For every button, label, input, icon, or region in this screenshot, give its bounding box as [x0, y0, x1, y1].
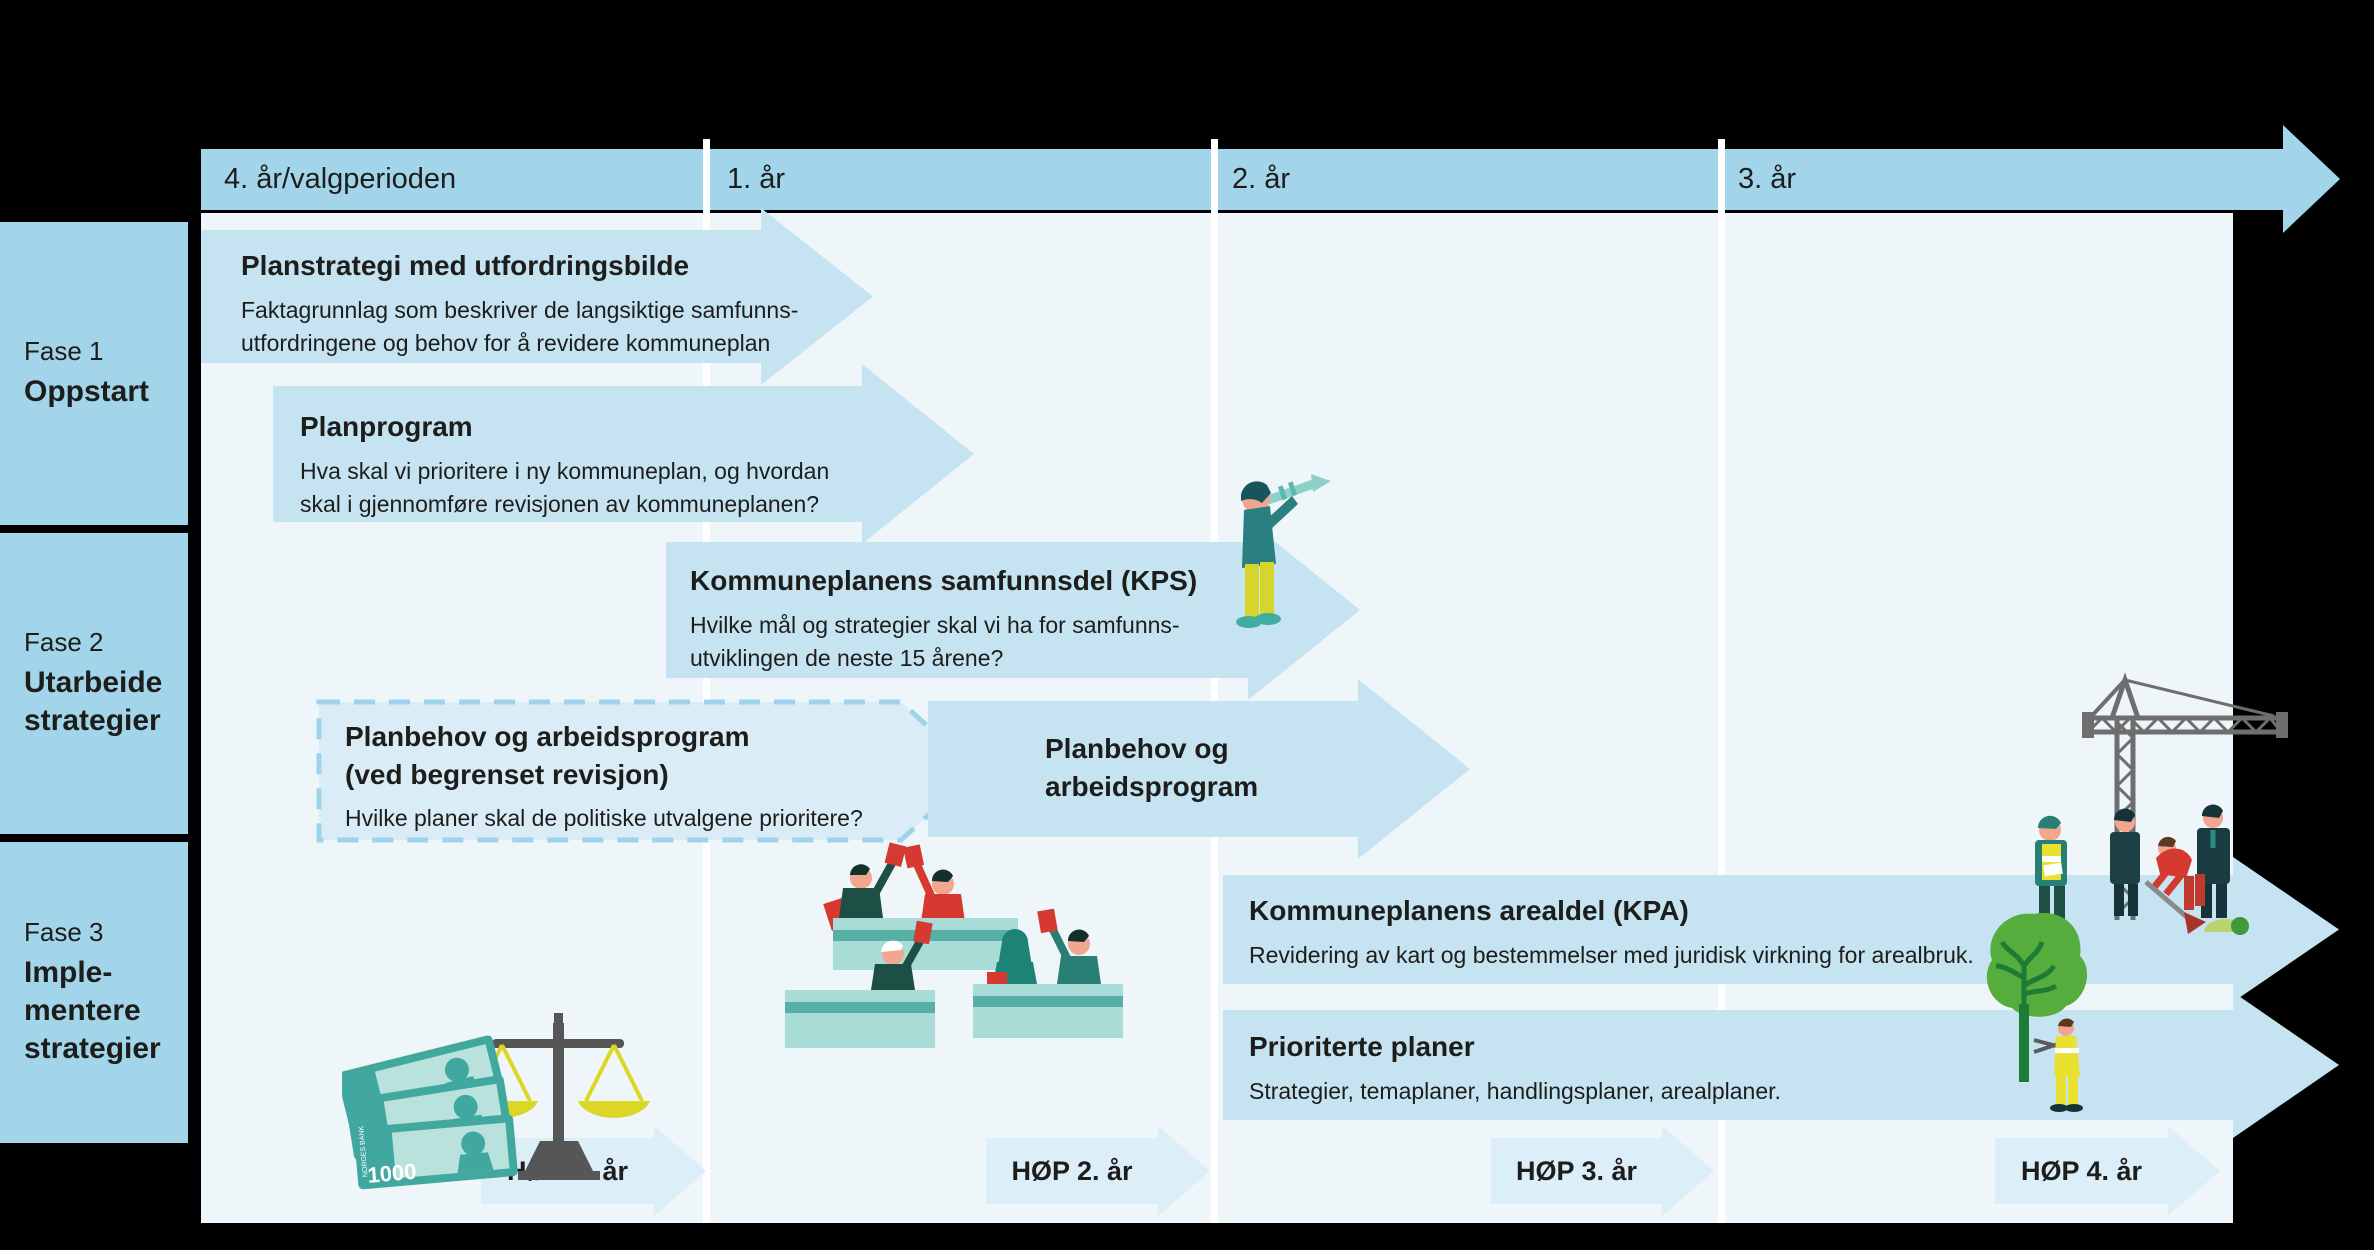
phase-2-title: Utarbeide strategier: [24, 665, 163, 737]
timeline-arrowhead: [2283, 125, 2340, 233]
column-separator-3: [1718, 139, 1725, 1223]
arrow-kpa-text: Kommuneplanens arealdel (KPA) Revidering…: [1249, 892, 1974, 972]
phase-box-2: Fase 2 Utarbeide strategier: [0, 533, 188, 834]
phase-3-title: Imple- mentere strategier: [24, 955, 161, 1066]
planbehov-title: Planbehov og arbeidsprogram: [1045, 733, 1259, 802]
tree-pruning-illustration: [1986, 912, 2088, 1112]
arrow-planprogram-text: Planprogram Hva skal vi prioritere i ny …: [300, 408, 829, 521]
column-separator-1: [703, 139, 710, 1223]
planprogram-title: Planprogram: [300, 411, 473, 442]
hop-arrow-4: HØP 4. år: [1995, 1138, 2168, 1204]
phase-box-3: Fase 3 Imple- mentere strategier: [0, 842, 188, 1143]
hop-4-label: HØP 4. år: [2020, 1156, 2143, 1186]
council-voting-illustration: [785, 842, 1123, 1048]
phase-1-label: Fase 1: [24, 335, 104, 366]
arrow-prioriterte-text: Prioriterte planer Strategier, temaplane…: [1249, 1028, 1781, 1108]
timeline-period-3ar: 3. år: [1738, 163, 1797, 195]
arrow-planprogram: [273, 386, 862, 522]
svg-text:1000: 1000: [366, 1159, 417, 1188]
arrow-planbehov-text: Planbehov og arbeidsprogram: [1045, 730, 1258, 805]
arrow-planbehov-begrenset-text: Planbehov og arbeidsprogram (ved begrens…: [345, 718, 863, 835]
arrow-kps-text: Kommuneplanens samfunnsdel (KPS) Hvilke …: [690, 562, 1197, 675]
phase-box-1: Fase 1 Oppstart: [0, 222, 188, 525]
kps-title: Kommuneplanens samfunnsdel (KPS): [690, 565, 1198, 596]
trumpet-player-illustration: [1236, 474, 1331, 628]
timeline-period-4ar: 4. år/valgperioden: [224, 163, 457, 195]
phase-2-label: Fase 2: [24, 626, 104, 657]
planstrategi-desc: Faktagrunnlag som beskriver de langsikti…: [241, 296, 799, 356]
phase-1-title: Oppstart: [24, 374, 150, 408]
planbehov-begrenset-desc: Hvilke planer skal de politiske utvalgen…: [345, 805, 863, 832]
kpa-title: Kommuneplanens arealdel (KPA): [1249, 895, 1689, 926]
planstrategi-title: Planstrategi med utfordringsbilde: [241, 250, 690, 281]
prioriterte-desc: Strategier, temaplaner, handlingsplaner,…: [1249, 1077, 1781, 1104]
hop-2-label: HØP 2. år: [1011, 1156, 1133, 1186]
column-separator-2: [1211, 139, 1218, 1223]
hop-3-label: HØP 3. år: [1515, 1156, 1638, 1186]
planbehov-begrenset-title: Planbehov og arbeidsprogram (ved begrens…: [345, 721, 750, 790]
crane-groundbreaking-illustration: [2035, 672, 2288, 935]
kpa-desc: Revidering av kart og bestemmelser med j…: [1249, 941, 1974, 968]
timeline-period-1ar: 1. år: [727, 163, 786, 195]
timeline-period-2ar: 2. år: [1232, 163, 1291, 195]
arrow-planbehov: [928, 701, 1358, 837]
bill-1: 1000 NORGES BANK: [353, 1114, 518, 1190]
phase-3-label: Fase 3: [24, 916, 104, 947]
arrow-planstrategi: [201, 230, 761, 363]
money-and-scales-illustration: 1000 1000 1000 NORGES BANK: [342, 1013, 650, 1190]
arrow-kps: [666, 542, 1248, 678]
arrow-prioriterte-head: [2233, 992, 2339, 1138]
arrow-planstrategi-text: Planstrategi med utfordringsbilde Faktag…: [241, 247, 798, 360]
timeline-bar: 4. år/valgperioden 1. år 2. år 3. år: [201, 149, 2283, 210]
prioriterte-title: Prioriterte planer: [1249, 1031, 1475, 1062]
hop-arrow-2: HØP 2. år: [986, 1138, 1158, 1204]
kps-desc: Hvilke mål og strategier skal vi ha for …: [690, 611, 1180, 671]
svg-text:NORGES BANK: NORGES BANK: [358, 1125, 369, 1177]
hop-arrow-3: HØP 3. år: [1491, 1138, 1662, 1204]
planprogram-desc: Hva skal vi prioritere i ny kommuneplan,…: [300, 457, 830, 517]
